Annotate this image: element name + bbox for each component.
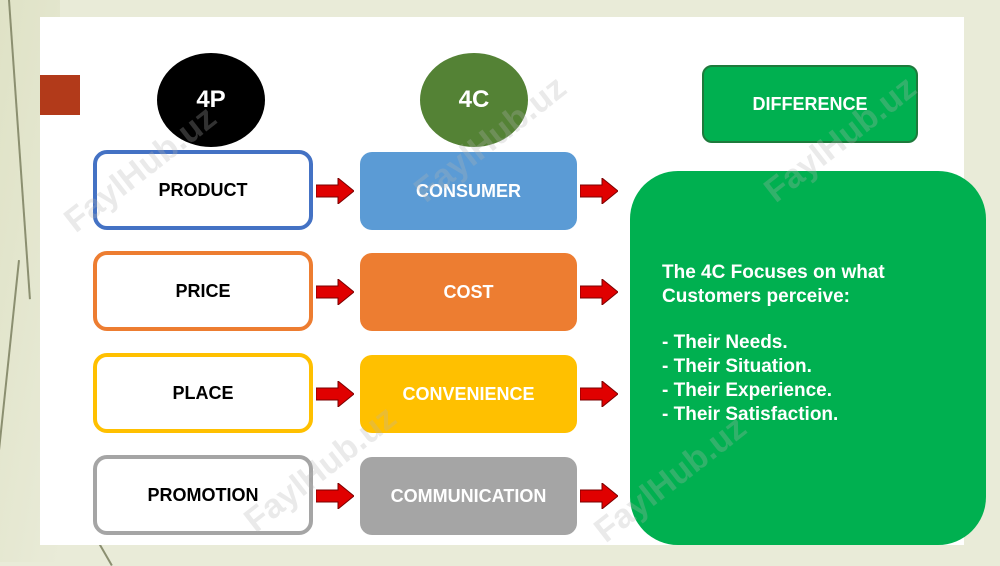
p-label: PROMOTION xyxy=(147,484,259,505)
c-box-cost: COST xyxy=(360,253,577,331)
arrow-right-icon xyxy=(580,483,618,509)
4c-circle: 4C xyxy=(420,53,528,147)
arrow-right-icon xyxy=(316,279,354,305)
p-box-product: PRODUCT xyxy=(93,150,313,230)
spacer xyxy=(662,309,956,331)
p-box-place: PLACE xyxy=(93,353,313,433)
4p-title: 4P xyxy=(196,86,226,113)
4c-title: 4C xyxy=(458,86,490,113)
summary-item: - Their Experience. xyxy=(662,380,833,401)
summary-intro-line: The 4C Focuses on what xyxy=(662,262,885,283)
arrow-right-icon xyxy=(580,381,618,407)
p-label: PRODUCT xyxy=(158,179,248,200)
difference-title: DIFFERENCE xyxy=(752,93,868,114)
c-box-consumer: CONSUMER xyxy=(360,152,577,230)
4p-circle: 4P xyxy=(157,53,265,147)
c-label: COST xyxy=(443,281,494,302)
p-label: PRICE xyxy=(175,280,231,301)
p-label: PLACE xyxy=(172,382,234,403)
c-label: COMMUNICATION xyxy=(390,485,547,506)
arrow-right-icon xyxy=(316,178,354,204)
summary-item: - Their Needs. xyxy=(662,332,788,353)
arrow-right-icon xyxy=(316,483,354,509)
difference-box: DIFFERENCE xyxy=(702,65,918,143)
c-label: CONSUMER xyxy=(415,180,521,201)
slide: 4P 4C DIFFERENCE PRODUCT CONSUMER PRICE … xyxy=(40,17,986,545)
accent-tab xyxy=(40,75,80,115)
arrow-right-icon xyxy=(316,381,354,407)
p-box-price: PRICE xyxy=(93,251,313,331)
summary-box: The 4C Focuses on what Customers perceiv… xyxy=(630,171,986,545)
arrow-right-icon xyxy=(580,279,618,305)
arrow-right-icon xyxy=(580,178,618,204)
summary-intro-line: Customers perceive: xyxy=(662,286,850,307)
summary-item: - Their Satisfaction. xyxy=(662,404,839,425)
c-box-convenience: CONVENIENCE xyxy=(360,355,577,433)
p-box-promotion: PROMOTION xyxy=(93,455,313,535)
c-label: CONVENIENCE xyxy=(402,383,535,404)
c-box-communication: COMMUNICATION xyxy=(360,457,577,535)
summary-item: - Their Situation. xyxy=(662,356,812,377)
